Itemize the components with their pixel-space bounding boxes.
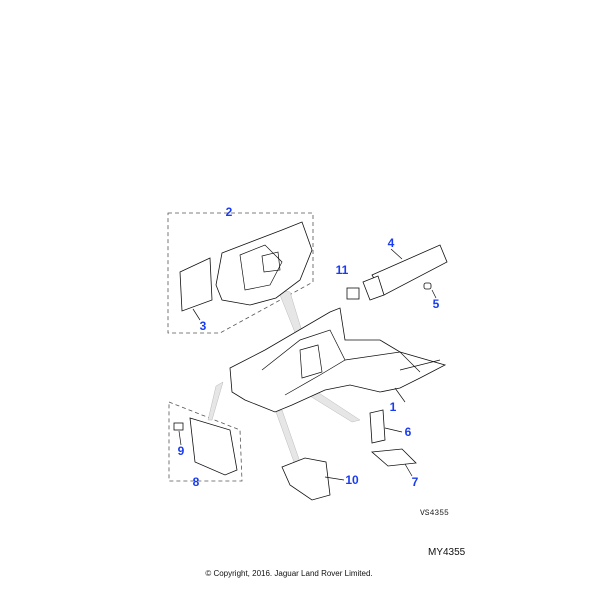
callout-9: 9 bbox=[177, 444, 185, 458]
callout-11: 11 bbox=[335, 263, 349, 277]
part-11-bracket bbox=[346, 287, 360, 300]
callout-1: 1 bbox=[389, 400, 397, 414]
part-8-panel bbox=[189, 417, 238, 476]
reference-code: MY4355 bbox=[428, 547, 466, 558]
callout-6: 6 bbox=[404, 425, 412, 439]
callout-4: 4 bbox=[387, 236, 395, 250]
part-1-front-structure bbox=[229, 307, 447, 413]
explode-fan bbox=[207, 381, 224, 421]
group-box-8 bbox=[168, 401, 243, 482]
callout-8: 8 bbox=[192, 475, 200, 489]
part-3-panel bbox=[179, 257, 213, 312]
callout-5: 5 bbox=[432, 297, 440, 311]
part-2-wheelarch bbox=[215, 221, 313, 306]
part-10-bracket bbox=[281, 457, 331, 501]
group-box-2 bbox=[167, 212, 314, 334]
leader-lines bbox=[178, 248, 437, 481]
part-4-member bbox=[362, 244, 448, 301]
callout-2: 2 bbox=[225, 205, 233, 219]
copyright: © Copyright, 2016. Jaguar Land Rover Lim… bbox=[205, 569, 373, 578]
explode-fan bbox=[275, 409, 301, 463]
callout-10: 10 bbox=[345, 473, 359, 487]
part-7-plate bbox=[371, 448, 417, 467]
part-6-bracket bbox=[369, 409, 386, 444]
part-9-clip bbox=[173, 422, 184, 431]
part-5-plug bbox=[423, 282, 432, 290]
illustration-code: VS4355 bbox=[420, 509, 449, 518]
callout-3: 3 bbox=[199, 319, 207, 333]
callout-7: 7 bbox=[411, 475, 419, 489]
